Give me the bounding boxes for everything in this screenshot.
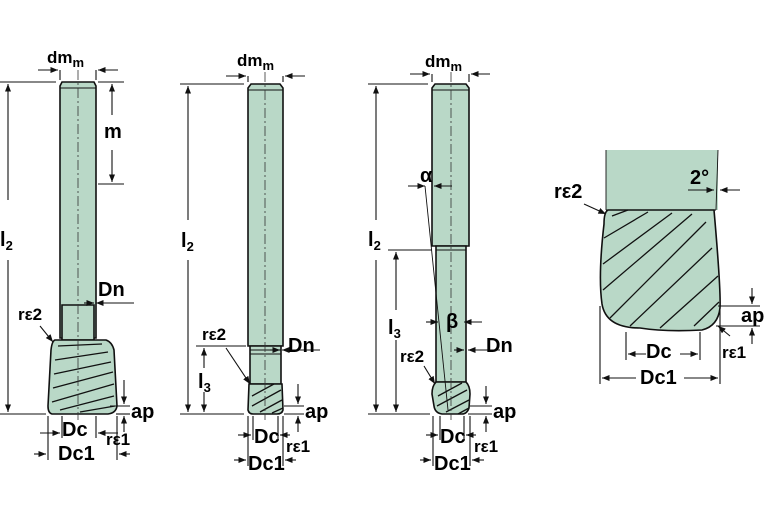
tool1-ap-label: ap xyxy=(131,401,154,423)
detail-view: 2° rε2 ap rε1 Dc Dc1 xyxy=(554,149,764,389)
tool2-l3-label: l3 xyxy=(198,371,211,395)
tool3-reps1-label: rε1 xyxy=(474,437,498,456)
tool3-alpha-label: α xyxy=(420,165,433,187)
tool2-l2-label: l2 xyxy=(181,230,194,254)
tool3-ap-label: ap xyxy=(493,401,516,423)
tool1-dm-label: dmm xyxy=(47,48,84,70)
tool2-reps1-label: rε1 xyxy=(286,437,310,456)
tool2-ap-label: ap xyxy=(305,401,328,423)
tool1-reps1-label: rε1 xyxy=(106,430,130,449)
tool2-dc1-label: Dc1 xyxy=(248,453,285,475)
tool3-l3-label: l3 xyxy=(388,317,401,341)
detail-reps1-label: rε1 xyxy=(722,343,746,362)
tool-1: dmm l2 m Dn rε2 ap Dc Dc1 xyxy=(0,48,154,465)
tool1-reps2-label: rε2 xyxy=(18,305,42,324)
tool1-l2-label: l2 xyxy=(0,229,13,253)
detail-reps2-label: rε2 xyxy=(554,181,582,203)
tool3-dc1-label: Dc1 xyxy=(434,453,471,475)
tool1-dn-label: Dn xyxy=(98,279,125,301)
tool-2: dmm l2 l3 Dn rε2 ap Dc Dc1 r xyxy=(180,51,328,475)
tool2-dc-label: Dc xyxy=(254,426,280,448)
tool3-l2-label: l2 xyxy=(368,229,381,253)
detail-dc-label: Dc xyxy=(646,341,672,363)
detail-ap-label: ap xyxy=(741,305,764,327)
tool3-reps2-label: rε2 xyxy=(400,347,424,366)
tool-3: α dmm l2 l3 β Dn rε2 ap xyxy=(368,52,516,475)
tool2-dm-label: dmm xyxy=(237,51,274,73)
tool2-reps2-label: rε2 xyxy=(202,325,226,344)
tool3-dm-label: dmm xyxy=(425,52,462,74)
detail-dc1-label: Dc1 xyxy=(640,367,677,389)
detail-angle-label: 2° xyxy=(690,167,709,189)
tool3-dc-label: Dc xyxy=(440,426,466,448)
tool3-beta-label: β xyxy=(446,311,458,333)
tool2-dn-label: Dn xyxy=(288,335,315,357)
tool1-dc1-label: Dc1 xyxy=(58,443,95,465)
tool3-dn-label: Dn xyxy=(486,335,513,357)
tool1-dc-label: Dc xyxy=(62,419,88,441)
tool1-m-label: m xyxy=(104,121,122,143)
